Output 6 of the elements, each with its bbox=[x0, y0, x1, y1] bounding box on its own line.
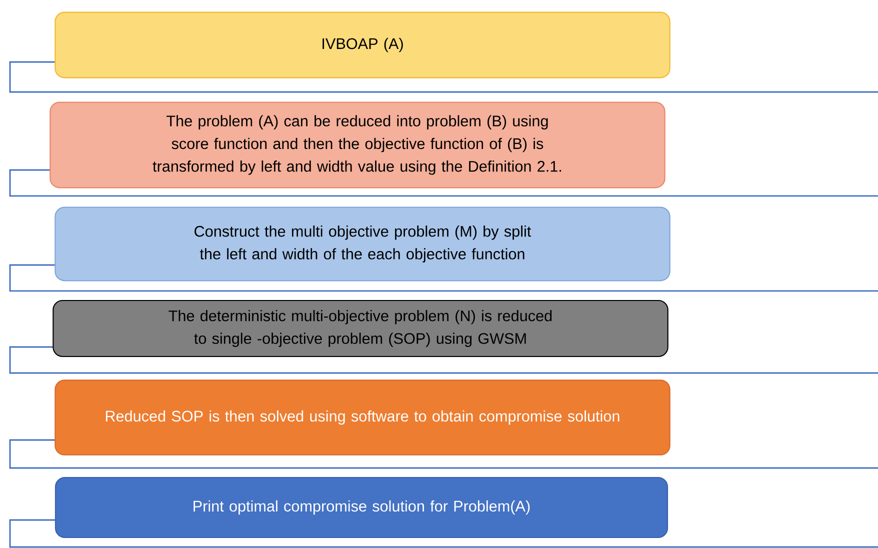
process-box: Construct the multi objective problem (M) by split the left and width of the each objective function bbox=[54, 206, 670, 282]
process-box: Reduced SOP is then solved using software to obtain compromise solution bbox=[54, 380, 670, 456]
process-box: The problem (A) can be reduced into problem (B) using score function and then the objective function of (B) is transformed by left and width value using the Definition 2.1. bbox=[50, 102, 666, 188]
process-box: The deterministic multi-objective problem (N) is reduced to single -objective problem (SOP) using GWSM bbox=[52, 300, 668, 358]
process-box: Print optimal compromise solution for Problem(A) bbox=[54, 476, 668, 538]
process-box: IVBOAP (A) bbox=[54, 12, 670, 78]
